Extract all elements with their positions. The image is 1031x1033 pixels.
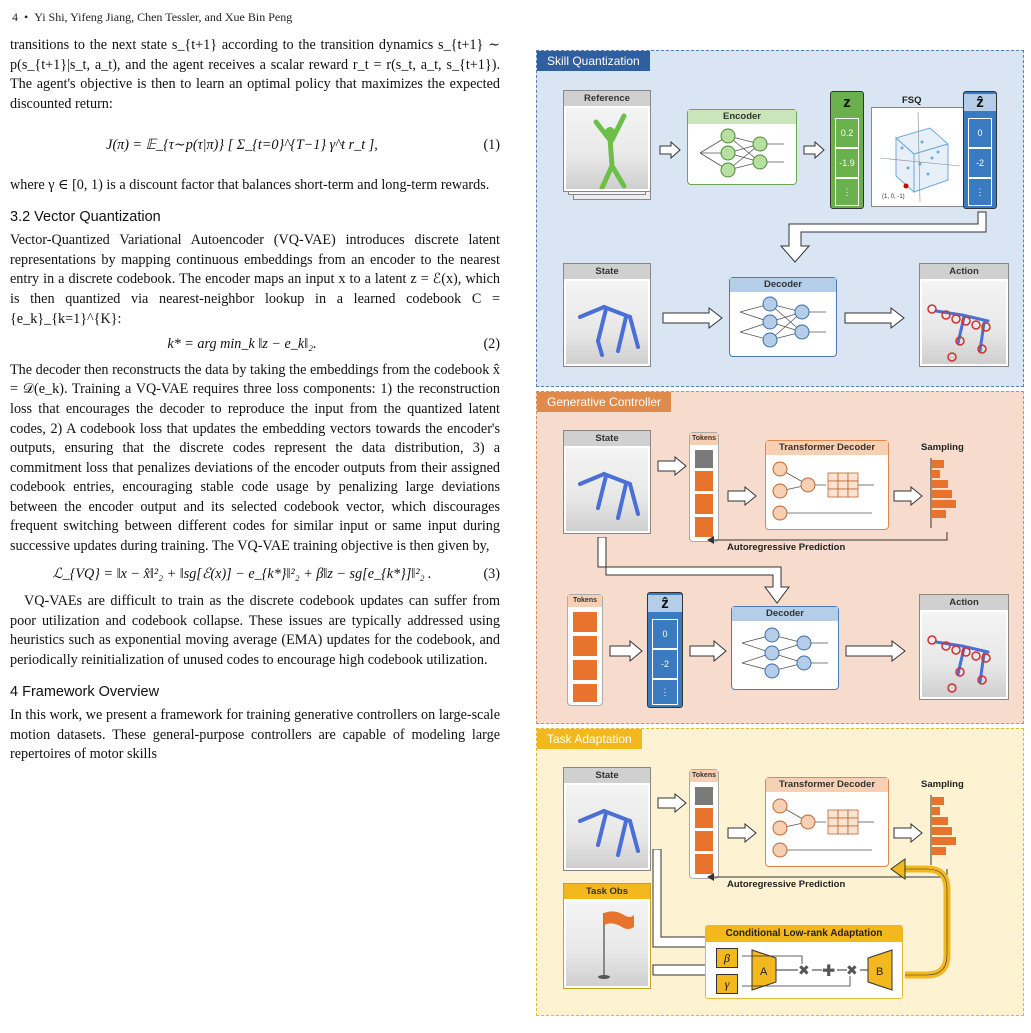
state-box: State [563,263,651,367]
fsq-label: FSQ [902,95,922,106]
arrow-icon [803,141,825,159]
panel-task-adaptation: Task Adaptation State Tokens Transformer… [536,728,1024,1016]
state-character-image [566,281,648,364]
action-character-image [922,281,1006,364]
arrow-icon [657,793,687,813]
quantized-z-column: ẑ 0 -2 ⋮ [963,91,997,209]
running-header: 4 • Yi Shi, Yifeng Jiang, Chen Tessler, … [12,10,293,24]
sampling-label: Sampling [921,779,964,790]
arrow-icon [689,640,727,662]
state-box: State [563,767,651,871]
equation-3: ℒ_{VQ} = ‖x − x̂‖²₂ + ‖sg[ℰ(x)] − e_{k*}… [52,565,500,582]
tokens-column: Tokens [689,769,719,879]
flow-arrow-icon [597,537,790,604]
encoder-box: Encoder [687,109,797,185]
conditional-lora-box: Conditional Low-rank Adaptation β γ A ✖ … [705,925,903,999]
arrow-icon [662,307,723,329]
arrow-icon [844,307,905,329]
panel-generative-controller: Generative Controller State Tokens Trans… [536,391,1024,724]
transformer-decoder-box: Transformer Decoder [765,440,889,530]
autoregressive-label: Autoregressive Prediction [727,879,846,890]
transformer-icon [772,461,874,521]
section-heading: 4 Framework Overview [10,683,160,700]
autoregressive-feedback-arrow [707,532,948,544]
panel-skill-quantization: Skill Quantization Reference [536,50,1024,387]
beta-token: β [716,948,738,968]
tokens-column: Tokens [689,432,719,542]
paragraph: In this work, we present a framework for… [10,707,500,763]
equation-1: J(π) = 𝔼_{τ∼p(τ|π)} [ Σ_{t=0}^{T−1} γ^t … [106,137,500,154]
arrow-icon [845,640,906,662]
sampling-label: Sampling [921,442,964,453]
reference-box: Reference [563,90,651,192]
panel-title: Generative Controller [537,392,672,412]
flow-arrow-icon [779,211,987,263]
flag-image [566,901,648,986]
text-column: transitions to the next state s_{t+1} ac… [10,36,500,765]
arrow-icon [657,456,687,476]
task-obs-box: Task Obs [563,883,651,989]
svg-text:✖: ✖ [798,962,810,978]
arrow-icon [893,486,923,506]
decoder-box: Decoder [731,606,839,690]
decoder-box: Decoder [729,277,837,357]
autoregressive-label: Autoregressive Prediction [727,542,846,553]
framework-figure: Skill Quantization Reference [536,50,1024,1016]
tokens-column: Tokens [567,594,603,706]
panel-title: Skill Quantization [537,51,650,71]
arrow-icon [893,823,923,843]
svg-text:B: B [876,966,883,978]
arrow-icon [609,640,643,662]
gamma-token: γ [716,974,738,994]
transformer-icon [772,798,874,858]
panel-title: Task Adaptation [537,729,642,749]
svg-text:(1, 0, -1): (1, 0, -1) [882,194,905,200]
reference-character-image [566,108,648,189]
equation-2: k* = arg min_k ‖z − e_k‖₂.(2) [167,336,500,353]
section-heading: 3.2 Vector Quantization [10,208,161,225]
neural-network-icon [741,627,828,679]
paragraph: Vector-Quantized Variational Autoencoder… [10,232,500,327]
fsq-cube-image: (1, 0, -1) [871,107,967,207]
paragraph: The decoder then reconstructs the data b… [10,361,500,555]
svg-text:✖: ✖ [846,962,858,978]
latent-z-column: z 0.2 -1.9 ⋮ [830,91,864,209]
neural-network-icon [739,296,826,348]
svg-text:✚: ✚ [822,963,835,980]
action-character-image [922,612,1006,697]
state-character-image [566,785,648,868]
state-box: State [563,430,651,534]
lora-diagram: A ✖ ✚ ✖ B [742,949,893,991]
paragraph: transitions to the next state s_{t+1} ac… [10,37,500,112]
action-box: Action [919,594,1009,700]
arrow-icon [727,823,757,843]
action-box: Action [919,263,1009,367]
svg-text:A: A [760,966,768,978]
neural-network-icon [699,128,784,178]
adaptation-feedback-arrow [890,858,951,979]
state-character-image [566,448,648,531]
paragraph: where γ ∈ [0, 1) is a discount factor th… [10,176,490,193]
sampling-histogram [930,795,956,865]
arrow-icon [727,486,757,506]
arrow-icon [659,141,681,159]
paragraph: VQ-VAEs are difficult to train as the di… [10,593,500,669]
sampling-histogram [930,458,956,528]
quantized-z-column: ẑ 0 -2 ⋮ [647,592,683,708]
transformer-decoder-box: Transformer Decoder [765,777,889,867]
